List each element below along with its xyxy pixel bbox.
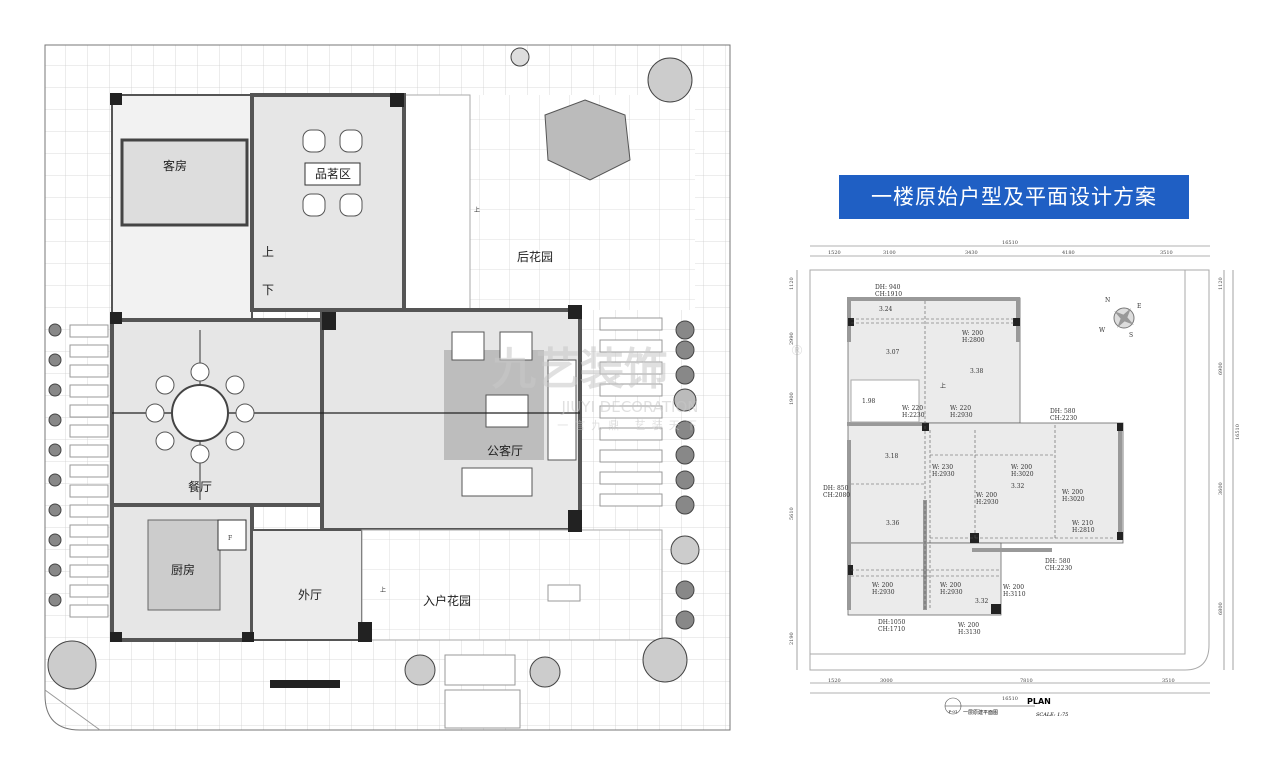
armchair: [451, 331, 485, 361]
room-label-dining: 餐厅: [188, 479, 212, 494]
columns: [110, 93, 582, 688]
watermark-reg: ®: [790, 343, 804, 359]
garden-up-label: 上: [474, 206, 480, 214]
room-label-entry-garden: 入户花园: [423, 593, 471, 608]
coffee-table: [485, 394, 529, 428]
watermark-brand: 九艺装饰: [492, 344, 668, 395]
tree-icons: [47, 47, 700, 690]
tea-chairs: [302, 129, 363, 217]
stairs-up-label: 上: [262, 245, 274, 259]
room-label-outer-hall: 外厅: [298, 588, 322, 602]
stairs-down-label: 下: [262, 283, 274, 297]
watermark: 九艺装饰 ® JIUYI DECORATION 一言九鼎 艺装天下: [492, 343, 804, 432]
dining-table: [171, 384, 229, 442]
room-label-guest-room: 客房: [163, 158, 187, 173]
dining-chairs: [145, 362, 255, 464]
room-label-kitchen: 厨房: [171, 562, 195, 577]
kitchen-counter: [147, 519, 221, 611]
watermark-slogan: 一言九鼎 艺装天下: [557, 419, 703, 432]
sofa: [461, 467, 533, 497]
room-label-back-garden: 后花园: [517, 249, 553, 264]
paving-stones: [69, 317, 663, 729]
room-label-tea-area: 品茗区: [315, 167, 351, 181]
sofa-side: [547, 359, 577, 461]
watermark-latin: JIUYI DECORATION: [560, 398, 698, 416]
entry-up-label: 上: [380, 586, 386, 594]
umbrella-icon: [544, 99, 631, 181]
armchair: [499, 331, 533, 361]
page-title: 一楼原始户型及平面设计方案: [839, 175, 1189, 219]
kitchen-mark: F: [228, 535, 232, 542]
tea-table: [304, 162, 361, 186]
room-label-living: 公客厅: [487, 443, 523, 458]
